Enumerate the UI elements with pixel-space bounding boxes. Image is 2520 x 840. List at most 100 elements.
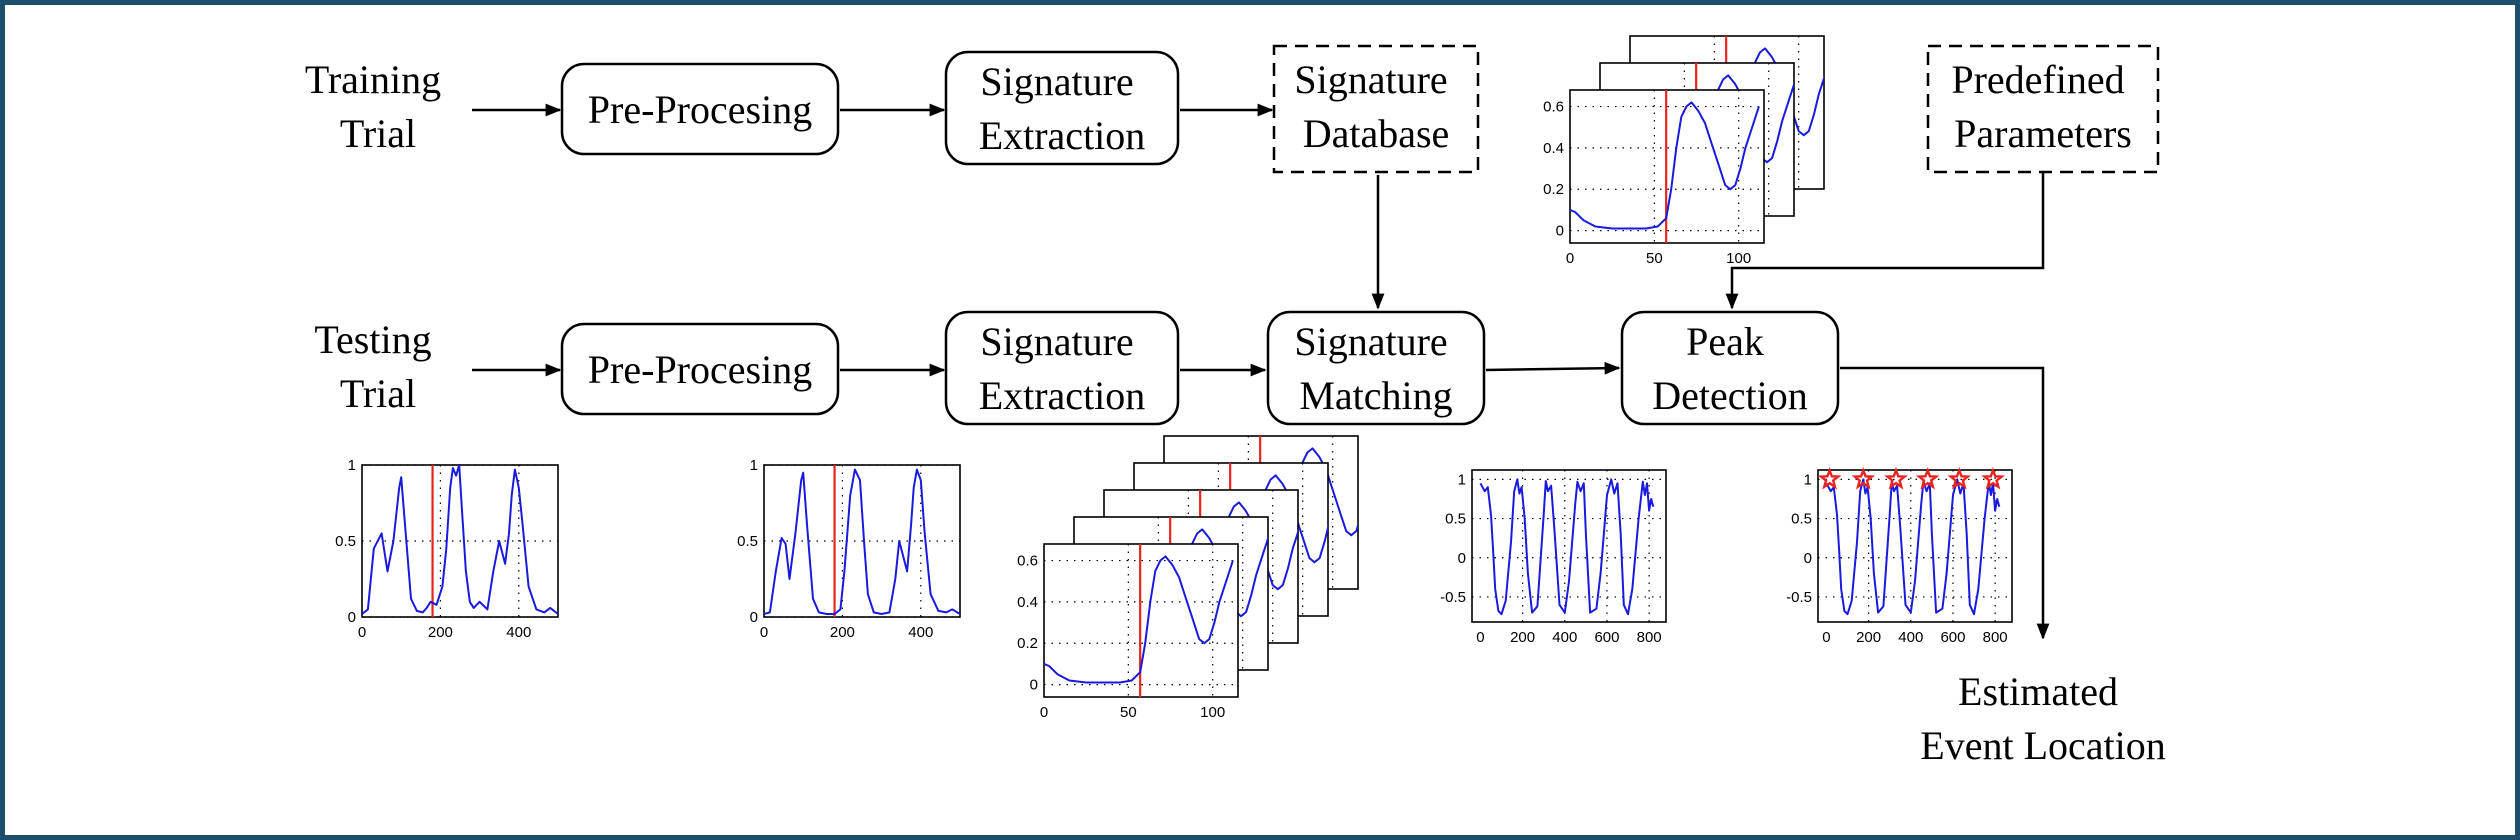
y-tick-label: 1 [348, 457, 356, 474]
svg-text:Signature Matching: Signature Matching [1294, 319, 1457, 418]
testing-trial-label: Testing Trial [314, 317, 441, 416]
signal-line [764, 468, 960, 615]
x-tick-label: 200 [830, 624, 855, 641]
node-signature-matching-line-2: Matching [1299, 373, 1452, 418]
node-pre-processing-training-text: Pre-Procesing [588, 87, 812, 132]
training-trial-line-2: Trial [340, 111, 416, 156]
node-signature-extraction-testing-line-2: Extraction [979, 373, 1146, 418]
y-tick-label: 0.2 [1543, 181, 1564, 198]
signal-line [1825, 478, 2001, 616]
x-tick-label: 0 [760, 624, 768, 641]
peak-marker-star [1851, 467, 1876, 490]
y-tick-label: -0.5 [1786, 589, 1812, 606]
node-signature-extraction-testing-line-1: Signature [980, 319, 1133, 364]
peak-marker-star [1884, 467, 1908, 490]
node-signature-extraction-training-line-2: Extraction [979, 113, 1146, 158]
x-tick-label: 600 [1594, 629, 1619, 646]
node-signature-extraction-training: Signature Extraction [944, 50, 1180, 166]
node-pre-processing-testing: Pre-Procesing [560, 322, 840, 416]
y-tick-label: 0 [1556, 223, 1564, 240]
estimated-event-location-line-2: Event Location [1920, 723, 2165, 768]
svg-text:Pre-Procesing: Pre-Procesing [588, 87, 812, 132]
svg-text:Signature Extraction: Signature Extraction [979, 59, 1146, 158]
connectors [472, 103, 2050, 640]
node-signature-matching-line-1: Signature [1294, 319, 1447, 364]
x-tick-label: 100 [1200, 704, 1225, 721]
peak-marker-star [1947, 467, 1971, 490]
x-tick-label: 200 [428, 624, 453, 641]
node-predefined-parameters: Predefined Parameters [1926, 44, 2160, 174]
node-signature-extraction-training-line-1: Signature [980, 59, 1133, 104]
y-tick-label: 0.4 [1543, 140, 1564, 157]
peak-marker-star [1915, 467, 1940, 490]
x-tick-label: 400 [1552, 629, 1577, 646]
node-signature-database-line-1: Signature [1294, 57, 1447, 102]
node-peak-detection-line-1: Peak [1686, 319, 1764, 364]
x-tick-label: 0 [1566, 250, 1574, 267]
testing-trial-line-1: Testing [314, 317, 431, 362]
edge-peak-detection-to-output [1840, 366, 2050, 640]
node-signature-extraction-testing: Signature Extraction [944, 310, 1180, 426]
x-tick-label: 0 [358, 624, 366, 641]
extracted-signature-signal-plot: 0 200 400 0 0.5 1 [737, 457, 961, 641]
x-tick-label: 400 [908, 624, 933, 641]
y-tick-label: 0 [1804, 550, 1812, 567]
node-pre-processing-training: Pre-Procesing [560, 62, 840, 156]
svg-text:Signature Extraction: Signature Extraction [979, 319, 1146, 418]
x-tick-label: 600 [1940, 629, 1965, 646]
y-tick-label: 1 [750, 457, 758, 474]
y-tick-label: 0.4 [1017, 594, 1038, 611]
svg-text:Predefined Parameters: Predefined Parameters [1951, 57, 2134, 156]
signal-line [1044, 555, 1234, 684]
plot-axes [1817, 469, 2013, 623]
x-tick-label: 0 [1822, 629, 1830, 646]
node-peak-detection-line-2: Detection [1652, 373, 1808, 418]
y-tick-label: 0 [750, 609, 758, 626]
svg-text:Pre-Procesing: Pre-Procesing [588, 347, 812, 392]
x-tick-label: 800 [1983, 629, 2008, 646]
edge-matching-to-peak-detection [1485, 361, 1621, 375]
y-tick-label: 0.5 [1445, 511, 1466, 528]
y-tick-label: 0.5 [737, 533, 758, 550]
y-tick-label: -0.5 [1440, 589, 1466, 606]
y-tick-label: 1 [1804, 471, 1812, 488]
y-tick-label: 0.5 [1791, 511, 1812, 528]
node-predefined-parameters-line-1: Predefined [1951, 57, 2124, 102]
x-tick-label: 0 [1040, 704, 1048, 721]
svg-text:Signature Database: Signature Database [1294, 57, 1457, 156]
x-tick-label: 50 [1646, 250, 1663, 267]
estimated-event-location-line-1: Estimated [1958, 669, 2118, 714]
x-tick-label: 800 [1637, 629, 1662, 646]
training-trial-label: Training Trial [305, 57, 451, 156]
y-tick-label: 0.6 [1017, 553, 1038, 570]
node-peak-detection: Peak Detection [1620, 310, 1840, 426]
edge-parameters-to-peak-detection [1725, 172, 2045, 310]
estimated-event-location-label: Estimated Event Location [1920, 669, 2165, 768]
node-signature-matching: Signature Matching [1266, 310, 1486, 426]
node-pre-processing-testing-text: Pre-Procesing [588, 347, 812, 392]
y-tick-label: 1 [1458, 471, 1466, 488]
training-trial-line-1: Training [305, 57, 441, 102]
x-tick-label: 100 [1726, 250, 1751, 267]
testing-trial-line-2: Trial [340, 371, 416, 416]
svg-text:Peak Detection: Peak Detection [1652, 319, 1808, 418]
y-tick-label: 0 [1458, 550, 1466, 567]
node-predefined-parameters-line-2: Parameters [1954, 111, 2132, 156]
signal-line [362, 465, 558, 615]
y-tick-label: 0.2 [1017, 635, 1038, 652]
x-tick-label: 200 [1856, 629, 1881, 646]
node-signature-database: Signature Database [1272, 44, 1480, 174]
y-tick-label: 0 [1030, 677, 1038, 694]
signal-line [1479, 478, 1655, 616]
y-tick-label: 0.5 [335, 533, 356, 550]
